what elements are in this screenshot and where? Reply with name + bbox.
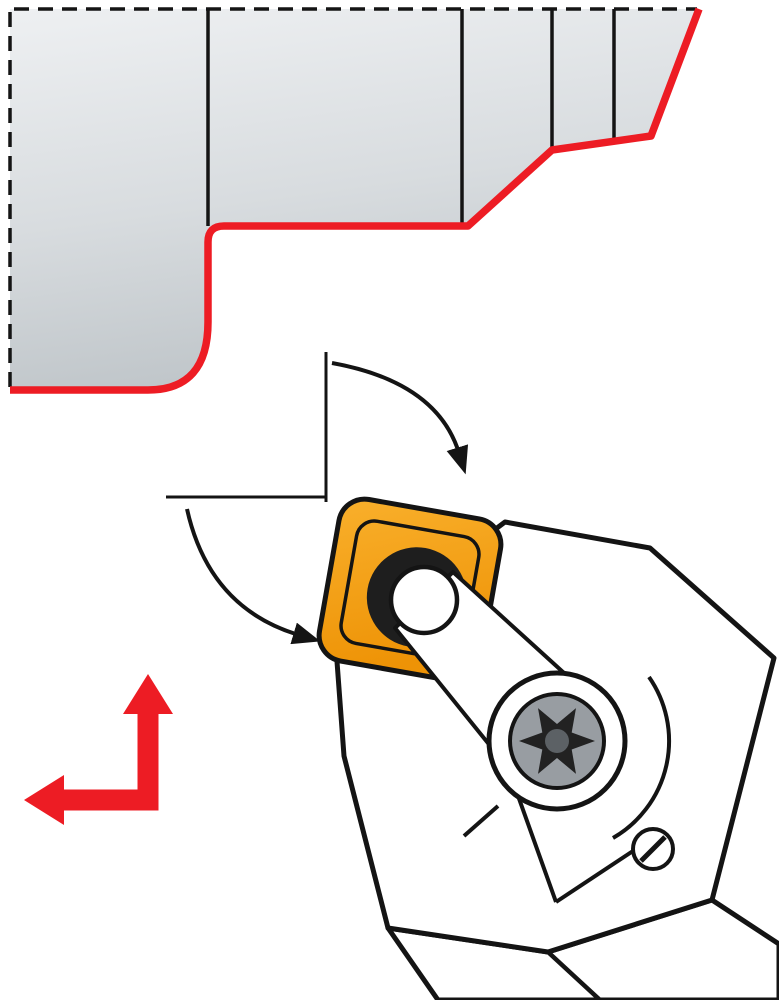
machined-contour-red — [10, 7, 703, 394]
clamp-nose-boss — [388, 564, 460, 636]
workpiece-profile — [8, 7, 703, 394]
shank-edge-line — [546, 950, 602, 1000]
torx-center-pin — [545, 729, 569, 753]
lock-screw-slot — [639, 835, 667, 863]
clamp-screw-hub — [486, 670, 628, 812]
lock-screw — [631, 827, 675, 871]
clamp-plate-edge — [554, 841, 647, 904]
feed-direction-arrows — [24, 674, 173, 825]
workpiece-section-fill — [10, 9, 699, 390]
feed-arrowhead-up — [123, 674, 173, 714]
clamp-plate-edge — [462, 804, 500, 838]
angle-arc-upper — [331, 361, 469, 475]
feed-arrowhead-left — [24, 775, 64, 825]
feed-arrow-shafts — [58, 710, 159, 811]
clamp-plate-arc — [611, 675, 672, 840]
toolholder — [316, 496, 779, 1000]
angle-arc-lower — [185, 508, 321, 645]
angle-reference — [166, 352, 469, 645]
